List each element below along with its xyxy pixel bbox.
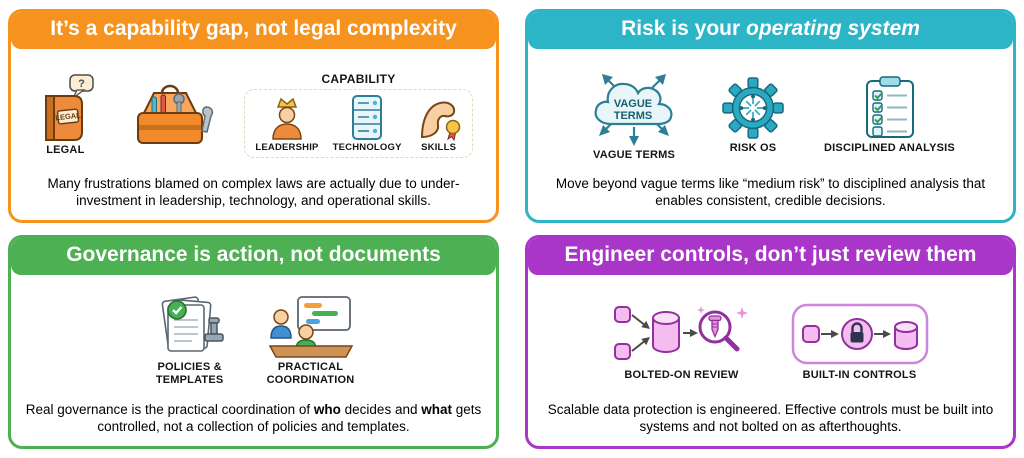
governance-card-body: POLICIES & TEMPLATES — [11, 275, 496, 446]
toolbox-icon — [137, 84, 214, 145]
disciplined-analysis-group: DISCIPLINED ANALYSIS — [824, 75, 955, 155]
sparkle-icon — [696, 305, 705, 314]
question-mark-text: ? — [78, 78, 85, 90]
capability-icons-box: LEADERSHIP — [244, 89, 473, 158]
toolbox-group — [122, 81, 218, 149]
coordination-label-line2: COORDINATION — [266, 374, 355, 387]
controls-card-title: Engineer controls, don’t just review the… — [528, 238, 1013, 276]
cloud-text-line1: VAGUE — [614, 98, 652, 110]
policies-label-line1: POLICIES & — [157, 361, 222, 374]
policies-templates-label: POLICIES & TEMPLATES — [156, 361, 224, 386]
documents-stamp-icon — [161, 296, 224, 353]
risk-icon-row: VAGUE TERMS VAGUE TERMS — [586, 55, 955, 175]
built-in-controls-flow-icon — [791, 303, 928, 364]
legal-label: LEGAL — [46, 143, 85, 156]
controls-icon-row: BOLTED-ON REVIEW — [613, 281, 929, 401]
card-risk-os: Risk is your operating system — [525, 9, 1016, 223]
sparkle-icon — [735, 306, 748, 319]
gear-circuit-icon — [722, 76, 784, 139]
vague-terms-cloud-icon: VAGUE TERMS — [594, 73, 673, 146]
practical-coordination-label: PRACTICAL COORDINATION — [267, 361, 355, 386]
controls-card-body: BOLTED-ON REVIEW — [528, 275, 1013, 446]
wrench-icon — [201, 106, 214, 133]
flexing-arm-medal-icon — [420, 101, 460, 142]
checklist-clipboard-icon — [865, 75, 914, 138]
capability-label: CAPABILITY — [321, 72, 396, 87]
skills-label: SKILLS — [421, 142, 457, 154]
leadership-person-crown-icon — [272, 97, 302, 140]
card-governance: Governance is action, not documents — [8, 235, 499, 449]
legal-group: ? LEGAL LEGAL — [34, 73, 96, 157]
padlock-icon — [850, 322, 863, 343]
caption-text: decides and — [340, 401, 422, 417]
risk-card-body: VAGUE TERMS VAGUE TERMS — [528, 49, 1013, 220]
technology-label: TECHNOLOGY — [332, 142, 402, 154]
governance-icon-row: POLICIES & TEMPLATES — [153, 281, 355, 401]
built-in-controls-group: BUILT-IN CONTROLS — [791, 301, 929, 382]
risk-caption: Move beyond vague terms like “medium ris… — [555, 175, 986, 209]
policies-label-line2: TEMPLATES — [155, 374, 224, 387]
capability-caption: Many frustrations blamed on complex laws… — [47, 175, 460, 209]
book-cover-text: LEGAL — [55, 110, 82, 122]
vague-terms-label: VAGUE TERMS — [593, 148, 676, 161]
stamp-icon — [203, 317, 224, 343]
bolted-on-review-group: BOLTED-ON REVIEW — [613, 301, 751, 382]
disciplined-analysis-label: DISCIPLINED ANALYSIS — [824, 141, 955, 154]
card-engineer-controls: Engineer controls, don’t just review the… — [525, 235, 1016, 449]
capability-group: CAPABILITY LEADERSHIP — [244, 72, 473, 158]
capability-card-body: ? LEGAL LEGAL — [11, 49, 496, 220]
leadership-group: LEADERSHIP — [255, 94, 318, 154]
risk-os-label: RISK OS — [729, 141, 777, 154]
leadership-label: LEADERSHIP — [255, 142, 319, 154]
approved-check-badge-icon — [166, 300, 187, 321]
server-icon — [352, 95, 383, 141]
bolted-on-review-flow-icon — [613, 305, 748, 360]
capability-icon-row: ? LEGAL LEGAL — [34, 55, 473, 175]
crown-icon — [276, 97, 298, 108]
bolted-on-review-label: BOLTED-ON REVIEW — [624, 368, 739, 381]
caption-bold-who: who — [313, 401, 341, 417]
vague-terms-group: VAGUE TERMS VAGUE TERMS — [586, 69, 682, 162]
risk-os-group: RISK OS — [722, 76, 784, 155]
caption-text: Real governance is the practical coordin… — [25, 401, 314, 417]
skills-group: SKILLS — [416, 94, 462, 154]
screw-icon — [707, 315, 722, 338]
cloud-text-line2: TERMS — [614, 110, 653, 122]
legal-book-icon: ? LEGAL — [45, 73, 95, 141]
card-capability-gap: It’s a capability gap, not legal complex… — [8, 9, 499, 223]
risk-title-prefix: Risk is your — [621, 17, 746, 40]
governance-card-title: Governance is action, not documents — [11, 238, 496, 276]
caption-bold-what: what — [421, 401, 452, 417]
medal-icon — [445, 119, 460, 135]
built-in-controls-label: BUILT-IN CONTROLS — [802, 368, 917, 381]
database-cylinder-icon — [893, 326, 918, 350]
table-icon — [268, 345, 353, 359]
governance-caption: Real governance is the practical coordin… — [24, 401, 484, 436]
caption-text: gets controlled, not a collection of pol… — [97, 401, 482, 435]
technology-group: TECHNOLOGY — [333, 94, 402, 154]
risk-title-italic: operating system — [746, 17, 920, 40]
capability-card-title: It’s a capability gap, not legal complex… — [11, 12, 496, 50]
risk-card-title: Risk is your operating system — [528, 12, 1013, 50]
coordination-label-line1: PRACTICAL — [277, 361, 344, 374]
controls-caption: Scalable data protection is engineered. … — [547, 401, 994, 435]
practical-coordination-group: PRACTICAL COORDINATION — [267, 295, 355, 386]
team-planning-icon — [268, 296, 353, 359]
policies-templates-group: POLICIES & TEMPLATES — [153, 295, 227, 386]
database-cylinder-icon — [651, 317, 680, 353]
